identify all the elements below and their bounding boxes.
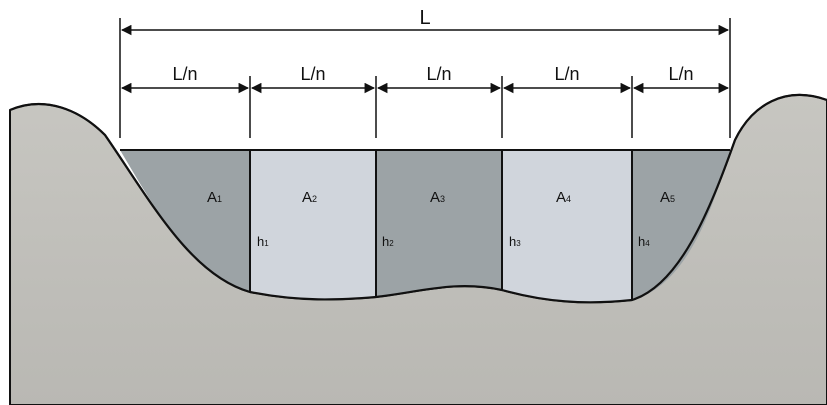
area-label-4: A4 (556, 189, 571, 206)
segment-area-1 (120, 150, 250, 292)
segment-area-5 (632, 150, 730, 300)
segment-area-2 (250, 150, 376, 300)
depth-label-h2: h2 (382, 234, 394, 249)
segment-area-3 (376, 150, 502, 297)
area-label-1: A1 (207, 189, 222, 206)
depth-label-h4: h4 (638, 234, 650, 249)
riverbed-outline (9, 93, 827, 304)
area-label-5: A5 (660, 189, 675, 206)
segment-width-label-4: L/n (554, 64, 579, 84)
area-label-3: A3 (430, 189, 445, 206)
segment-width-label-2: L/n (300, 64, 325, 84)
segment-width-label-3: L/n (426, 64, 451, 84)
depth-label-h3: h3 (509, 234, 521, 249)
depth-label-h1: h1 (257, 234, 269, 249)
segment-area-4 (502, 150, 632, 303)
segment-width-label-1: L/n (172, 64, 197, 84)
segment-width-label-5: L/n (668, 64, 693, 84)
area-label-2: A2 (302, 189, 317, 206)
total-width-label: L (419, 7, 430, 29)
